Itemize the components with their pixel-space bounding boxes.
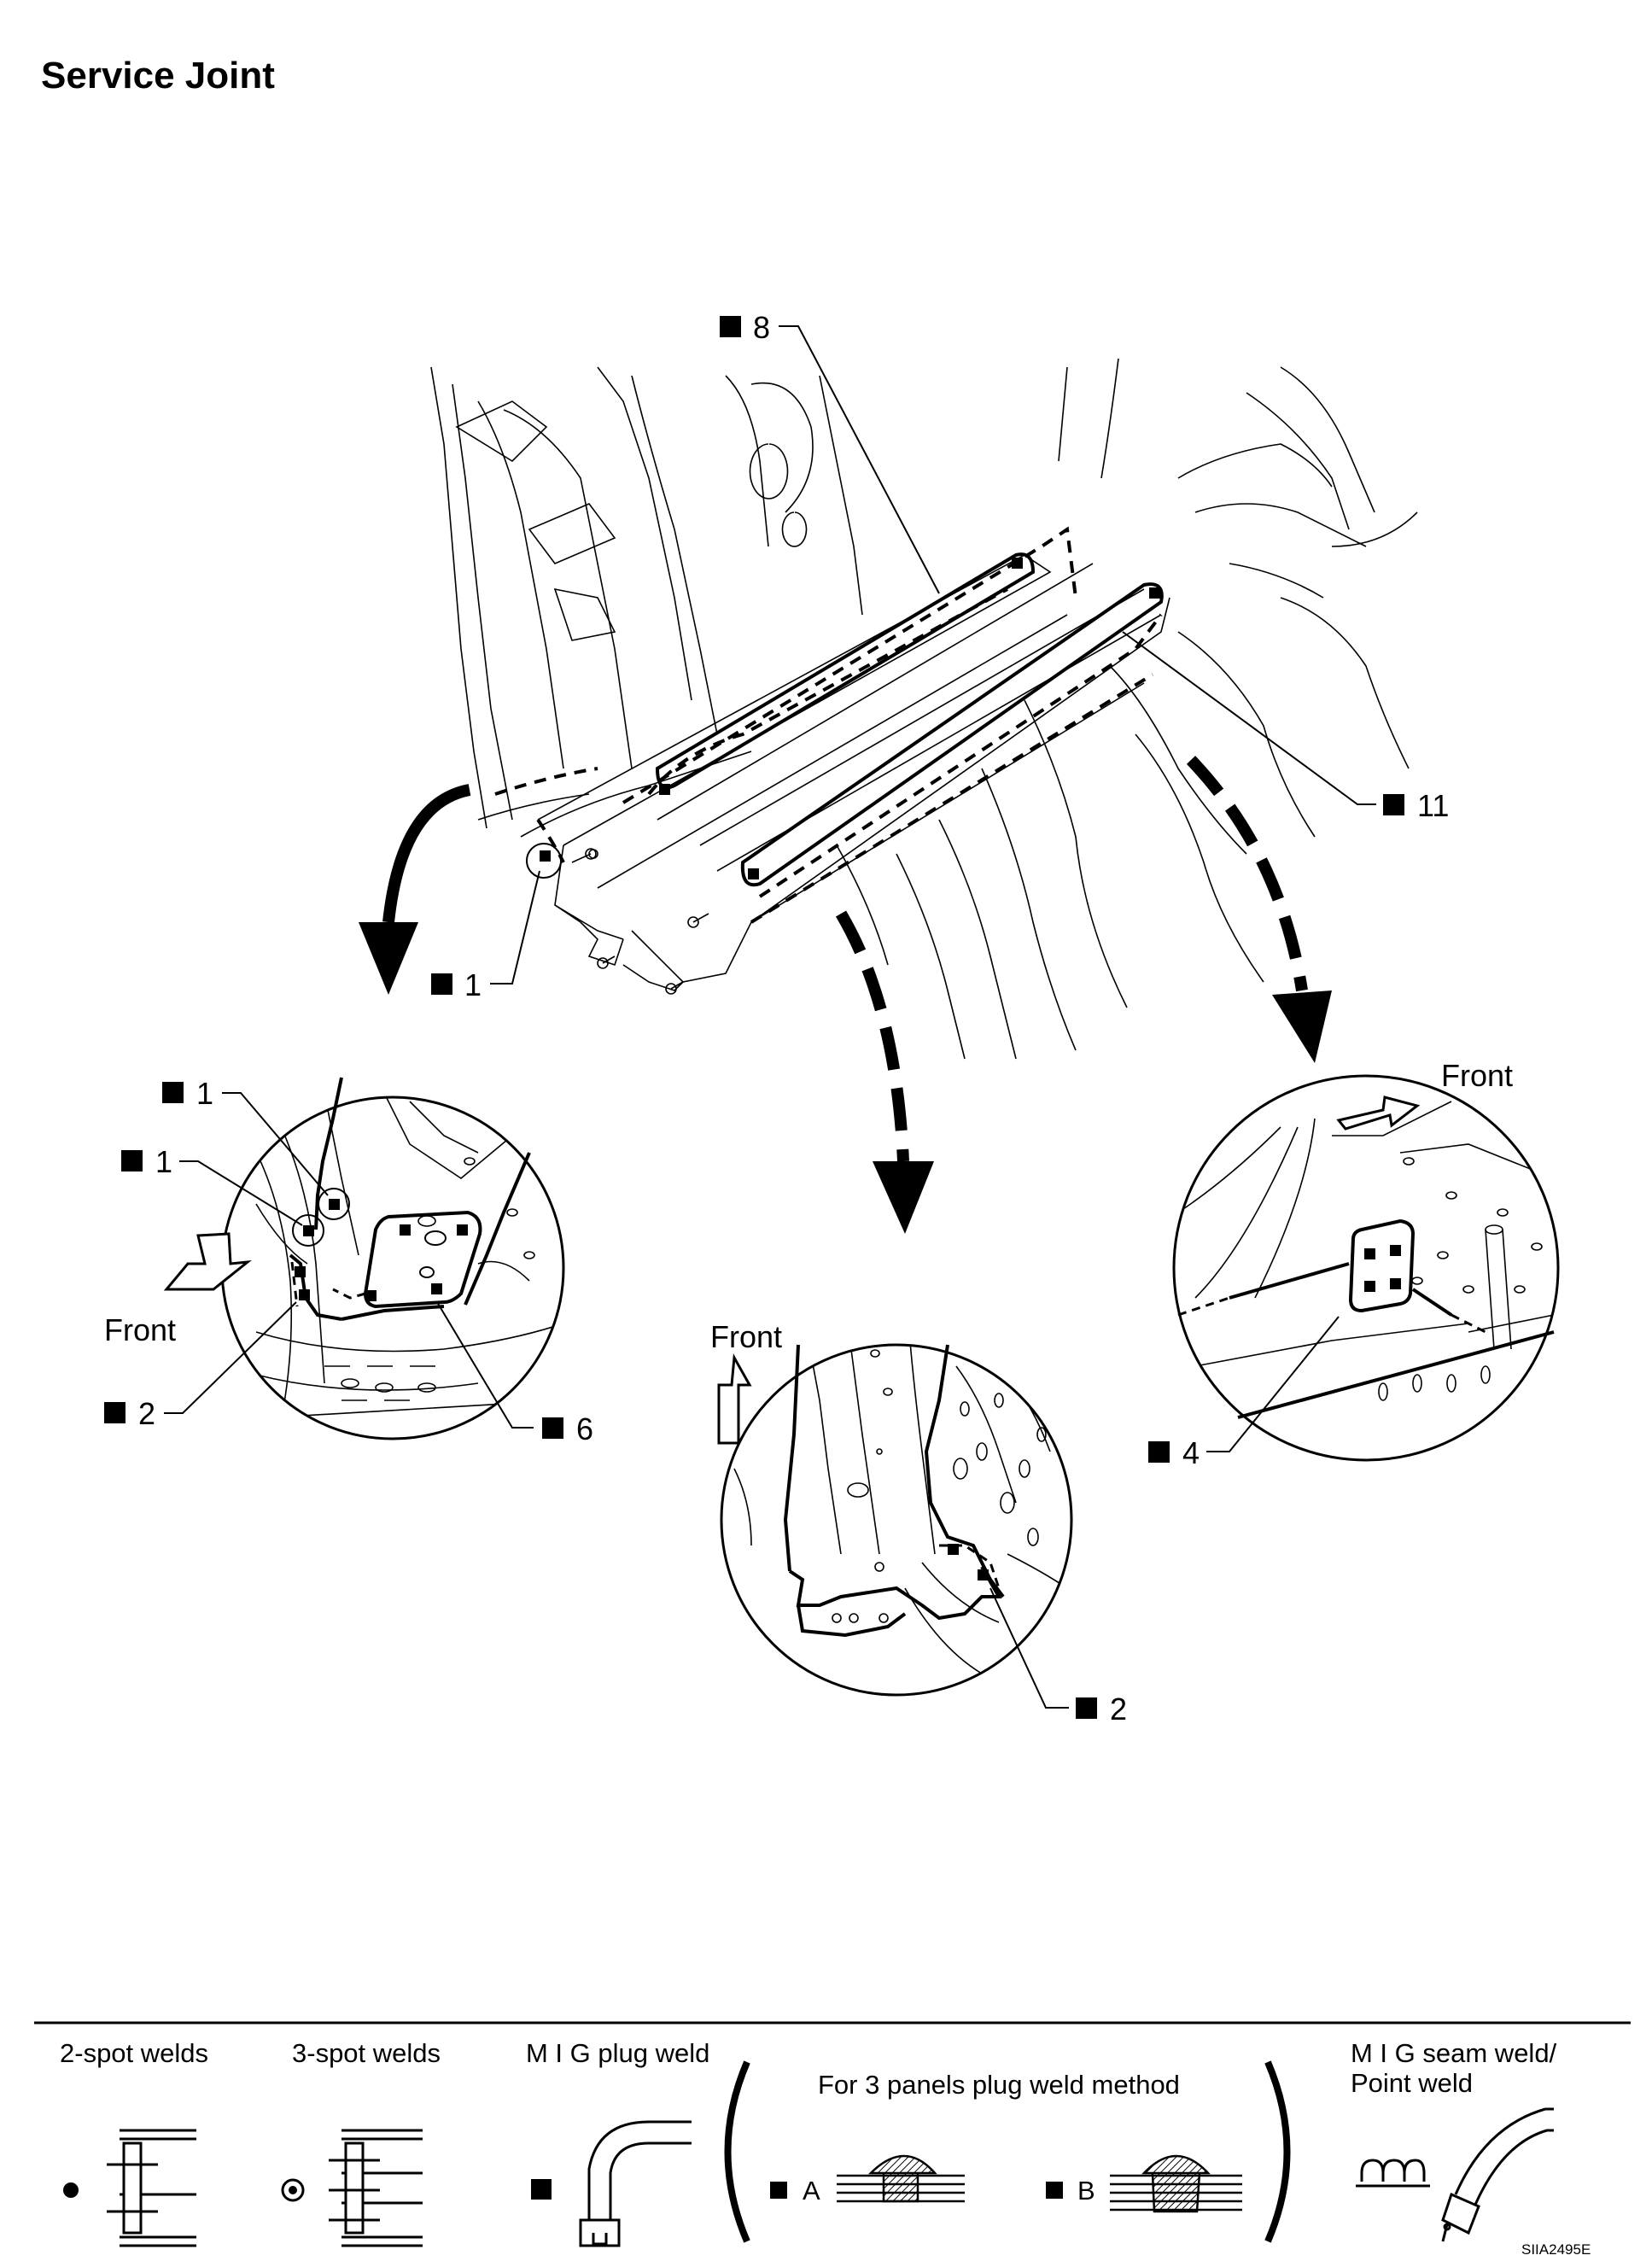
curved-arrow-middle [835,910,934,1234]
svg-text:B: B [1077,2176,1095,2206]
front-label-right: Front [1441,1058,1513,1093]
legend-method-b: B [1046,2154,1242,2213]
svg-text:4: 4 [1182,1435,1200,1470]
svg-text:1: 1 [196,1076,213,1111]
callout-2-middle: 2 [989,1587,1127,1727]
mig-plug-torch-icon [579,2120,692,2247]
svg-text:11: 11 [1417,788,1449,823]
callout-11: 11 [1122,631,1449,823]
callout-1-b: 1 [121,1144,303,1226]
callout-4: 4 [1148,1316,1340,1470]
svg-text:2: 2 [1110,1691,1127,1727]
legend-mig-seam: M I G seam weld/ Point weld [1351,2038,1557,2242]
legend-paren-close [1264,2060,1291,2243]
legend-mig-plug: M I G plug weld [526,2038,709,2247]
method-b-weld-icon [1110,2154,1242,2213]
legend-three-spot: 3-spot welds [281,2038,441,2247]
legend-two-spot: 2-spot welds [60,2038,208,2247]
svg-text:A: A [803,2176,820,2206]
front-label-left: Front [104,1312,176,1347]
legend-paren-open [724,2060,750,2243]
front-arrow-left-icon [163,1232,252,1291]
svg-text:M I G seam weld/: M I G seam weld/ [1351,2038,1557,2068]
mig-seam-torch-icon [1441,2107,1554,2242]
main-body-view [430,358,1418,1060]
curved-arrow-left [359,784,471,995]
page-title: Service Joint [41,55,275,96]
mig-plug-symbol-icon [531,2179,552,2200]
svg-text:2-spot welds: 2-spot welds [60,2038,208,2068]
svg-text:M I G plug weld: M I G plug weld [526,2038,709,2068]
detail-circle-right [1172,1074,1560,1462]
mig-seam-symbol-icon [1356,2159,1430,2188]
svg-text:1: 1 [155,1144,172,1179]
two-spot-weld-icon [107,2129,196,2247]
callout-2-left: 2 [104,1301,297,1431]
callout-1-main: 1 [431,870,540,1002]
legend-three-panels: For 3 panels plug weld method [818,2070,1180,2100]
front-label-middle: Front [710,1319,782,1354]
svg-text:8: 8 [753,310,770,345]
callout-8: 8 [720,310,940,594]
three-spot-symbol-icon [281,2178,305,2202]
callout-6: 6 [436,1301,593,1446]
callout-1-a: 1 [162,1076,329,1196]
figure-code: SIIA2495E [1521,2241,1591,2258]
svg-text:For 3 panels plug weld method: For 3 panels plug weld method [818,2070,1180,2100]
detail-circle-middle [720,1343,1073,1697]
curved-arrow-right [1186,756,1332,1063]
svg-text:2: 2 [138,1396,155,1431]
svg-text:3-spot welds: 3-spot welds [292,2038,441,2068]
front-arrow-middle-icon [717,1353,752,1445]
three-spot-weld-icon [329,2129,423,2247]
svg-text:1: 1 [464,967,482,1002]
two-spot-symbol-icon [63,2182,79,2198]
legend-method-a: A [770,2154,965,2206]
front-arrow-right-icon [1336,1096,1421,1131]
svg-text:6: 6 [576,1411,593,1446]
method-a-weld-icon [837,2154,965,2203]
svg-text:Point weld: Point weld [1351,2068,1473,2098]
